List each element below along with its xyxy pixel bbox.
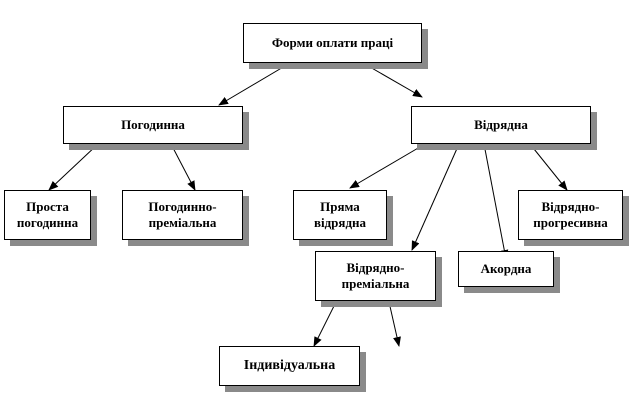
node-hourly: Погодинна bbox=[63, 106, 243, 144]
arrow-piecework-to-piecework-bonus bbox=[411, 143, 460, 251]
node-simple-hourly: Проста погодинна bbox=[4, 190, 91, 240]
arrow-hourly-to-simple bbox=[48, 143, 99, 191]
node-piecework: Відрядна bbox=[411, 106, 591, 144]
node-individual: Індивідуальна bbox=[219, 346, 360, 386]
arrow-piecework-to-chord bbox=[483, 143, 509, 260]
node-chord: Акордна bbox=[458, 251, 554, 287]
node-hourly-bonus: Погодинно- преміальна bbox=[122, 190, 243, 240]
node-piecework-progressive: Відрядно- прогресивна bbox=[518, 190, 623, 240]
arrow-root-to-hourly bbox=[218, 62, 291, 106]
arrow-piecework-to-progressive bbox=[529, 143, 568, 191]
node-piecework-bonus: Відрядно- преміальна bbox=[315, 251, 436, 301]
arrow-piecework-bonus-to-individual bbox=[313, 301, 337, 347]
arrow-hourly-to-hourly-bonus bbox=[170, 143, 196, 191]
arrow-root-to-piecework bbox=[362, 62, 423, 98]
node-direct-piecework: Пряма відрядна bbox=[293, 190, 387, 240]
node-wage-forms: Форми оплати праці bbox=[243, 23, 422, 63]
arrow-piecework-to-direct bbox=[349, 143, 426, 189]
arrow-piecework-bonus-to-right bbox=[388, 301, 401, 347]
